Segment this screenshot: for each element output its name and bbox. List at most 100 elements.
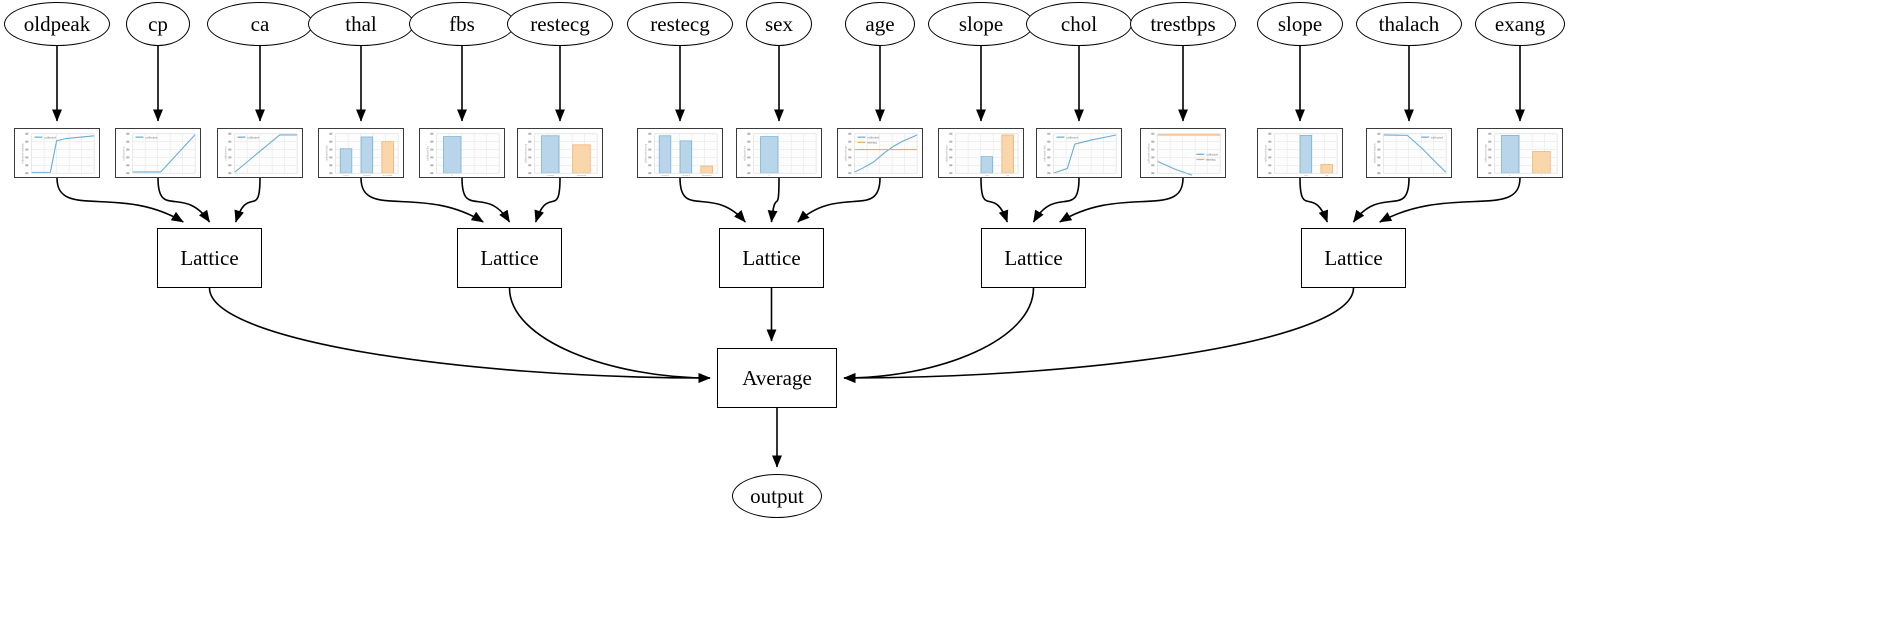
graph-edge	[679, 177, 746, 223]
graph-edge	[797, 177, 881, 223]
feature-node-exang-14: exang	[1475, 2, 1565, 46]
feature-node-ca-2: ca	[207, 2, 313, 46]
feature-node-thalach-13: thalach	[1356, 2, 1462, 46]
plot-calibrator-chol: calibrated chol calibrated	[1036, 128, 1122, 178]
graph-edge	[1032, 177, 1080, 223]
graph-edge	[56, 177, 184, 223]
output-node-label: output	[750, 483, 804, 508]
feature-node-chol-10: chol	[1026, 2, 1132, 46]
svg-text:calibrated fbs: calibrated fbs	[426, 146, 429, 161]
graph-edge	[157, 177, 211, 223]
graph-edge	[1379, 177, 1521, 223]
svg-text:0: 0	[452, 174, 454, 177]
lattice-node-3: Lattice	[981, 228, 1086, 288]
graph-edge	[980, 177, 1009, 223]
svg-text:calibrated trestbps: calibrated trestbps	[1147, 143, 1150, 163]
lattice-node-1: Lattice	[457, 228, 562, 288]
feature-node-trestbps-11: trestbps	[1130, 2, 1236, 46]
graph-edge	[1059, 177, 1184, 223]
lattice-node-2: Lattice	[719, 228, 824, 288]
graph-edge	[534, 177, 561, 223]
average-node-label: Average	[742, 365, 812, 390]
feature-node-label: age	[865, 11, 895, 36]
feature-node-label: exang	[1494, 11, 1546, 36]
svg-text:up: up	[1325, 174, 1328, 177]
feature-node-age-8: age	[845, 2, 915, 46]
plot-canvas: calibrated slope flat up	[939, 129, 1023, 177]
feature-node-label: chol	[1060, 11, 1098, 36]
feature-node-cp-1: cp	[126, 2, 190, 46]
graph-edge	[234, 177, 261, 223]
svg-text:0: 0	[1510, 174, 1512, 177]
plot-canvas: calibrated chol calibrated	[1037, 129, 1121, 177]
svg-text:fixed: fixed	[343, 174, 349, 177]
lattice-node-label: Lattice	[742, 245, 801, 270]
plot-calibrator-fbs: calibrated fbs 0	[419, 128, 505, 178]
svg-text:calibrated chol: calibrated chol	[1043, 145, 1046, 162]
feature-node-slope-9: slope	[928, 2, 1034, 46]
feature-node-label: cp	[148, 11, 168, 36]
feature-node-sex-7: sex	[746, 2, 812, 46]
lattice-node-label: Lattice	[180, 245, 239, 270]
plot-svg: calibrated chol calibrated	[1037, 129, 1121, 177]
graph-edge	[843, 287, 1035, 383]
plot-calibrator-slope-1: calibrated slope flat up	[938, 128, 1024, 178]
lattice-node-label: Lattice	[1324, 245, 1383, 270]
feature-node-fbs-4: fbs	[409, 2, 515, 46]
svg-text:flat: flat	[985, 174, 989, 177]
graph-edge	[843, 287, 1355, 383]
svg-text:calibrated: calibrated	[1206, 153, 1218, 157]
svg-text:missing: missing	[867, 141, 877, 145]
feature-node-label: sex	[765, 11, 793, 36]
svg-text:calibrated: calibrated	[44, 135, 56, 139]
feature-node-restecg-6: restecg	[627, 2, 733, 46]
feature-node-label: trestbps	[1150, 11, 1216, 36]
feature-node-label: restecg	[530, 11, 590, 36]
svg-text:abnormal: abnormal	[577, 174, 587, 177]
svg-text:calibrated: calibrated	[1431, 135, 1443, 139]
lattice-node-4: Lattice	[1301, 228, 1406, 288]
feature-node-label: slope	[958, 11, 1004, 36]
svg-text:normal: normal	[661, 174, 668, 177]
svg-text:calibrated slope: calibrated slope	[945, 144, 948, 162]
graph-edge	[1352, 177, 1410, 223]
feature-node-label: restecg	[650, 11, 710, 36]
feature-node-oldpeak-0: oldpeak	[4, 2, 110, 46]
svg-text:calibrated: calibrated	[1066, 135, 1078, 139]
feature-node-label: ca	[250, 11, 270, 36]
lattice-node-0: Lattice	[157, 228, 262, 288]
lattice-node-label: Lattice	[1004, 245, 1063, 270]
svg-text:calibrated thal: calibrated thal	[325, 145, 328, 161]
plot-svg: calibrated fbs 0	[420, 129, 504, 177]
lattice-node-label: Lattice	[480, 245, 539, 270]
svg-text:calibrated: calibrated	[867, 135, 879, 139]
svg-text:up: up	[1006, 174, 1009, 177]
graph-edge	[461, 177, 511, 223]
graph-edge	[208, 287, 711, 383]
